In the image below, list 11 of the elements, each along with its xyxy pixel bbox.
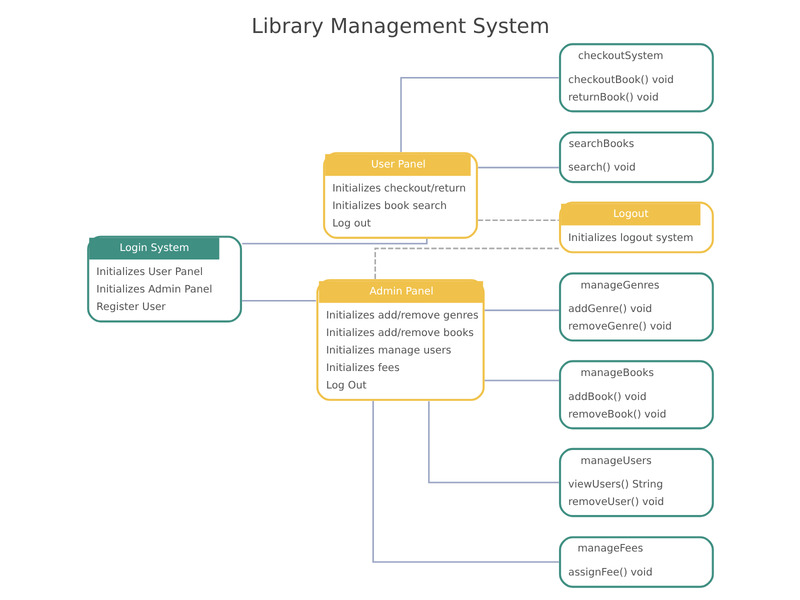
connector [484, 380, 558, 382]
connector [374, 248, 558, 279]
connector [400, 76, 558, 152]
connector [478, 166, 558, 168]
connector [428, 401, 558, 484]
connector [242, 238, 428, 244]
connector [372, 400, 558, 563]
connector [242, 300, 316, 302]
connector [484, 310, 558, 312]
connector [478, 219, 558, 222]
diagram-title: Library Management System [250, 14, 550, 38]
